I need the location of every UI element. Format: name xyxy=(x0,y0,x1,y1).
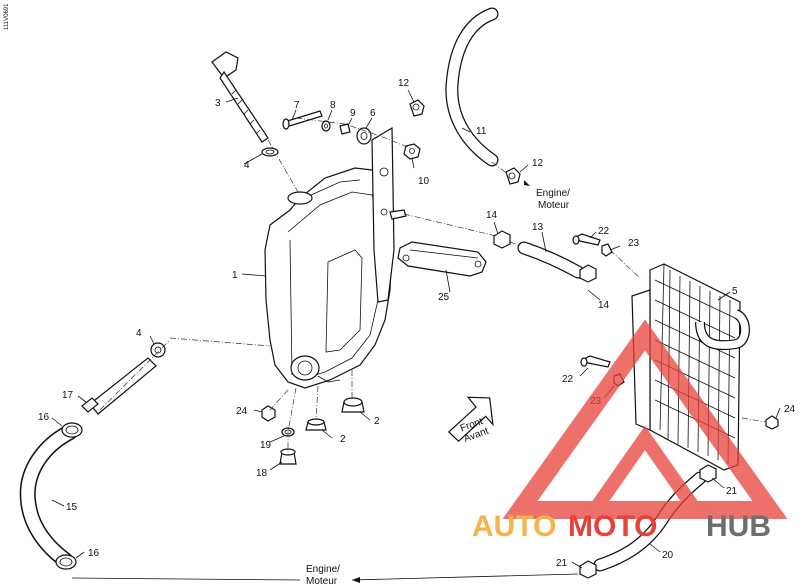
clamp-12-right xyxy=(505,167,521,185)
leader-grommet-left xyxy=(315,385,319,421)
bolt-22-lower xyxy=(580,355,611,368)
watermark-part1: AUTO xyxy=(472,510,556,543)
leader-oring-4-tank xyxy=(169,337,271,347)
spacer-9 xyxy=(339,123,351,135)
leader-bolt24 xyxy=(269,389,289,411)
callout-23-top: 23 xyxy=(628,238,640,249)
watermark-part2: MOTO xyxy=(568,510,657,543)
callout-6: 6 xyxy=(370,108,376,119)
callout-1: 1 xyxy=(232,270,238,281)
leader-fastener-line xyxy=(295,117,411,149)
callout-12-top: 12 xyxy=(398,78,410,89)
washer-8 xyxy=(321,120,331,132)
nut-10 xyxy=(403,143,421,160)
grommet-2-right xyxy=(341,397,365,413)
callout-22-bottom: 22 xyxy=(562,374,574,385)
o-ring-4-bottom xyxy=(150,342,166,358)
callout-9: 9 xyxy=(350,108,356,119)
callout-21-right: 21 xyxy=(726,486,738,497)
callout-8: 8 xyxy=(330,100,336,111)
clamp-14-b xyxy=(579,264,597,283)
grommet-6 xyxy=(356,127,372,145)
callout-4-bottom: 4 xyxy=(136,328,142,339)
callout-24-right: 24 xyxy=(784,404,796,415)
engine-note-bottom-line2: Moteur xyxy=(306,576,338,587)
callout-16-top: 16 xyxy=(38,412,50,423)
leader-bolt22 xyxy=(609,249,641,279)
callout-16-bottom: 16 xyxy=(88,548,100,559)
clamp-12-top xyxy=(409,99,425,117)
callout-17: 17 xyxy=(62,390,74,401)
hose-11 xyxy=(445,7,499,167)
engine-note-top-line1: Engine/ xyxy=(536,188,570,199)
plug-18 xyxy=(279,448,297,465)
arrow-engine-top xyxy=(524,180,530,186)
oil-tank xyxy=(264,167,393,389)
callout-14-top: 14 xyxy=(486,210,498,221)
callout-18: 18 xyxy=(256,468,268,479)
watermark-part3: HUB xyxy=(706,510,771,543)
callout-14-bottom: 14 xyxy=(598,300,610,311)
fitting-17 xyxy=(81,357,157,415)
leader-fitting xyxy=(99,339,171,411)
callout-3: 3 xyxy=(215,98,221,109)
callout-19: 19 xyxy=(260,440,272,451)
nut-23-upper xyxy=(601,243,613,257)
callout-5: 5 xyxy=(732,286,738,297)
bolt-22-upper xyxy=(572,233,601,246)
callout-4-top: 4 xyxy=(244,160,250,171)
leader-dipstick xyxy=(267,139,299,193)
bolt-24-left xyxy=(261,405,276,422)
callout-13: 13 xyxy=(532,222,544,233)
watermark-logo xyxy=(502,319,788,519)
callout-2-right: 2 xyxy=(374,416,380,427)
callout-25: 25 xyxy=(438,292,450,303)
leader-tank-to-hose13 xyxy=(403,213,521,247)
mount-bracket xyxy=(371,126,407,303)
line-engine-right xyxy=(351,573,579,581)
clamp-16-lower xyxy=(55,554,77,570)
drawing-code: 111V0691 xyxy=(4,3,10,30)
callout-2-left: 2 xyxy=(340,434,346,445)
callout-24-left: 24 xyxy=(236,406,248,417)
callout-11: 11 xyxy=(476,126,487,137)
o-ring-4-top xyxy=(261,147,279,157)
callout-12-right: 12 xyxy=(532,158,544,169)
bolt-7 xyxy=(282,110,323,130)
bolt-24-right xyxy=(741,415,779,430)
clamp-21-upper xyxy=(699,464,717,483)
hose-13 xyxy=(517,241,585,279)
watermark-text: AUTO MOTO HUB xyxy=(472,510,771,543)
leader-drain xyxy=(287,387,297,452)
line-engine-left xyxy=(71,577,301,581)
clamp-21-lower xyxy=(579,560,597,579)
strap-bracket xyxy=(397,241,487,277)
callout-20: 20 xyxy=(662,550,674,561)
hose-15 xyxy=(19,424,78,568)
dipstick xyxy=(211,51,269,143)
grommet-2-left xyxy=(305,418,327,431)
callout-labels: 1 2 2 3 4 4 5 6 7 8 9 10 11 12 12 13 14 … xyxy=(38,78,796,569)
callout-leaders xyxy=(51,89,781,569)
clamp-14-a xyxy=(493,230,511,249)
watermark-inner-triangle xyxy=(582,425,708,515)
callout-10: 10 xyxy=(418,176,430,187)
callout-22-top: 22 xyxy=(598,226,610,237)
clamp-16-upper xyxy=(61,422,83,438)
callout-15: 15 xyxy=(66,502,78,513)
front-arrow: Front Avant xyxy=(447,396,494,445)
engine-note-bottom-line1: Engine/ xyxy=(306,564,340,575)
engine-note-top-line2: Moteur xyxy=(538,200,570,211)
callout-7: 7 xyxy=(294,100,300,111)
callout-21-bottom: 21 xyxy=(556,558,568,569)
arrow-engine-bottom xyxy=(352,577,360,583)
